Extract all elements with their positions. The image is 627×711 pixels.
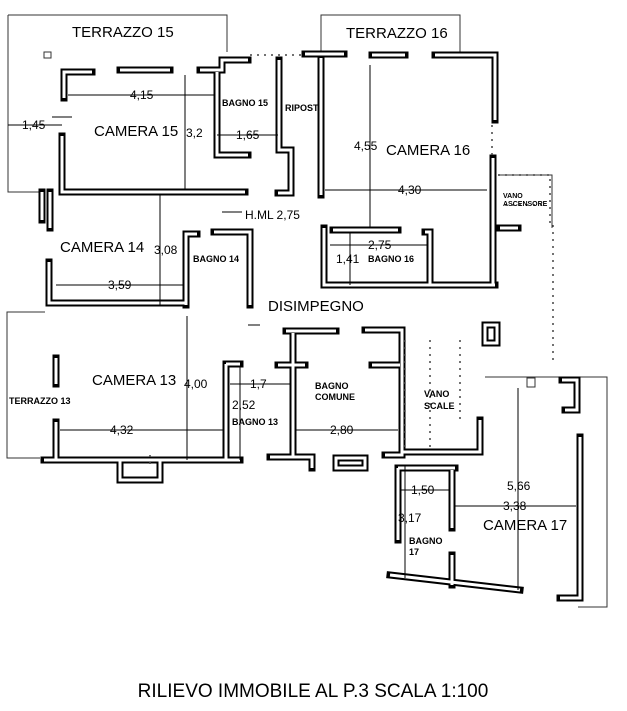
- dim-1-41: 1,41: [336, 252, 360, 266]
- label-terrazzo-13: TERRAZZO 13: [9, 396, 71, 406]
- dim-2-75: 2,75: [368, 238, 392, 252]
- dimension-lines: [8, 65, 576, 590]
- label-camera-13: CAMERA 13: [92, 372, 176, 389]
- plan-title: RILIEVO IMMOBILE AL P.3 SCALA 1:100: [138, 681, 489, 702]
- label-camera-16: CAMERA 16: [386, 142, 470, 159]
- wall-inner: [483, 323, 499, 345]
- dim-3-59: 3,59: [108, 278, 132, 292]
- wall-inner: [389, 573, 521, 592]
- wall-inner: [215, 72, 248, 157]
- wall-inner: [425, 230, 432, 285]
- wall-inner: [365, 328, 404, 457]
- dim-4-15: 4,15: [130, 88, 154, 102]
- dim-1-45: 1,45: [22, 118, 46, 132]
- label-ripost: RIPOST: [285, 103, 319, 113]
- wall-inner: [60, 136, 245, 194]
- dim-1-50: 1,50: [411, 483, 435, 497]
- label-bagno-16: BAGNO 16: [368, 254, 414, 264]
- label-vano-scale-1: VANO: [424, 389, 449, 399]
- label-vano-ascensore-2: ASCENSORE: [503, 201, 548, 208]
- dim-2-80: 2,80: [330, 423, 354, 437]
- room-labels: TERRAZZO 15 TERRAZZO 16 TERRAZZO 13 CAME…: [9, 24, 567, 557]
- wall-inner: [277, 60, 293, 195]
- label-terrazzo-16: TERRAZZO 16: [346, 25, 448, 42]
- walls: [38, 50, 584, 602]
- wall-inner: [224, 362, 240, 460]
- dim-3-08: 3,08: [154, 243, 178, 257]
- wall-inner: [62, 70, 92, 98]
- label-bagno-15: BAGNO 15: [222, 98, 268, 108]
- dim-4-55: 4,55: [354, 139, 378, 153]
- dim-4-32: 4,32: [110, 423, 134, 437]
- label-bagno-14: BAGNO 14: [193, 254, 239, 264]
- wall-inner: [44, 458, 240, 482]
- label-camera-15: CAMERA 15: [94, 123, 178, 140]
- label-camera-14: CAMERA 14: [60, 239, 144, 256]
- terrace-outlines: [6, 14, 608, 608]
- wall-inner: [560, 437, 582, 600]
- dim-2-52: 2,52: [232, 398, 256, 412]
- dim-5-66: 5,66: [507, 479, 531, 493]
- dimension-labels: 4,15 1,45 3,2 1,65 4,55 4,30 2,75 1,41 3…: [22, 88, 531, 525]
- label-terrazzo-15: TERRAZZO 15: [72, 24, 174, 41]
- wall-inner: [562, 378, 579, 412]
- wall-inner: [402, 420, 482, 454]
- dim-4-00: 4,00: [184, 377, 208, 391]
- dim-1-65: 1,65: [236, 128, 260, 142]
- dotted-details: [149, 54, 554, 468]
- label-bagno-comune-2: COMUNE: [315, 392, 355, 402]
- label-hml: H.ML 2,75: [245, 208, 300, 222]
- label-vano-scale-2: SCALE: [424, 401, 455, 411]
- wall-inner: [396, 466, 455, 540]
- wall-inner: [184, 232, 197, 305]
- dim-4-30: 4,30: [398, 183, 422, 197]
- label-bagno-17-1: BAGNO: [409, 536, 443, 546]
- wall-inner: [214, 230, 252, 305]
- label-disimpegno: DISIMPEGNO: [268, 298, 364, 315]
- label-camera-17: CAMERA 17: [483, 517, 567, 534]
- label-vano-ascensore-1: VANO: [503, 193, 523, 200]
- wall-inner: [200, 58, 248, 72]
- wall-inner: [270, 455, 314, 468]
- dim-3-17: 3,17: [398, 511, 422, 525]
- dim-3-2: 3,2: [186, 126, 203, 140]
- wall-inner: [322, 228, 495, 287]
- label-bagno-comune-1: BAGNO: [315, 381, 349, 391]
- dim-3-38: 3,38: [503, 499, 527, 513]
- wall-inner: [47, 262, 186, 305]
- label-bagno-17-2: 17: [409, 547, 419, 557]
- wall-inner: [334, 456, 367, 470]
- wall-inner: [435, 53, 497, 120]
- label-bagno-13: BAGNO 13: [232, 417, 278, 427]
- dim-1-7: 1,7: [250, 377, 267, 391]
